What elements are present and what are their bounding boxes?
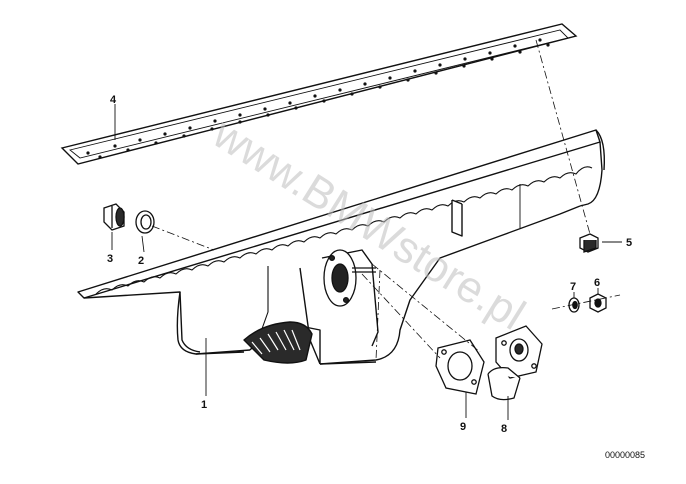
gasket-part-4	[60, 23, 578, 165]
drain-plug-part-3	[103, 203, 125, 231]
watermark: www.BMWstore.pl	[204, 108, 534, 339]
washer-part-7	[568, 297, 580, 313]
assembly-centerlines	[151, 39, 621, 361]
bolt-part-5	[579, 233, 599, 253]
callout-9: 9	[460, 421, 466, 433]
callout-3: 3	[107, 253, 113, 265]
callout-7: 7	[570, 281, 576, 293]
oil-pan-part-1	[77, 129, 606, 365]
flange-gasket-part-9	[435, 339, 485, 395]
callout-6: 6	[594, 277, 600, 289]
callout-2: 2	[138, 255, 144, 267]
callout-5: 5	[626, 237, 632, 249]
suction-pipe-part-8	[487, 325, 543, 401]
callout-1: 1	[201, 399, 207, 411]
sealing-ring-part-2	[135, 210, 155, 234]
suction-mount-pad	[323, 249, 376, 307]
nut-part-6	[589, 293, 607, 313]
callout-4: 4	[110, 94, 117, 106]
document-number: 00000085	[605, 450, 645, 460]
callout-labels: 1 2 3 4 5 6 7 8 9	[107, 94, 632, 435]
leader-lines	[111, 104, 622, 420]
callout-8: 8	[501, 423, 507, 435]
